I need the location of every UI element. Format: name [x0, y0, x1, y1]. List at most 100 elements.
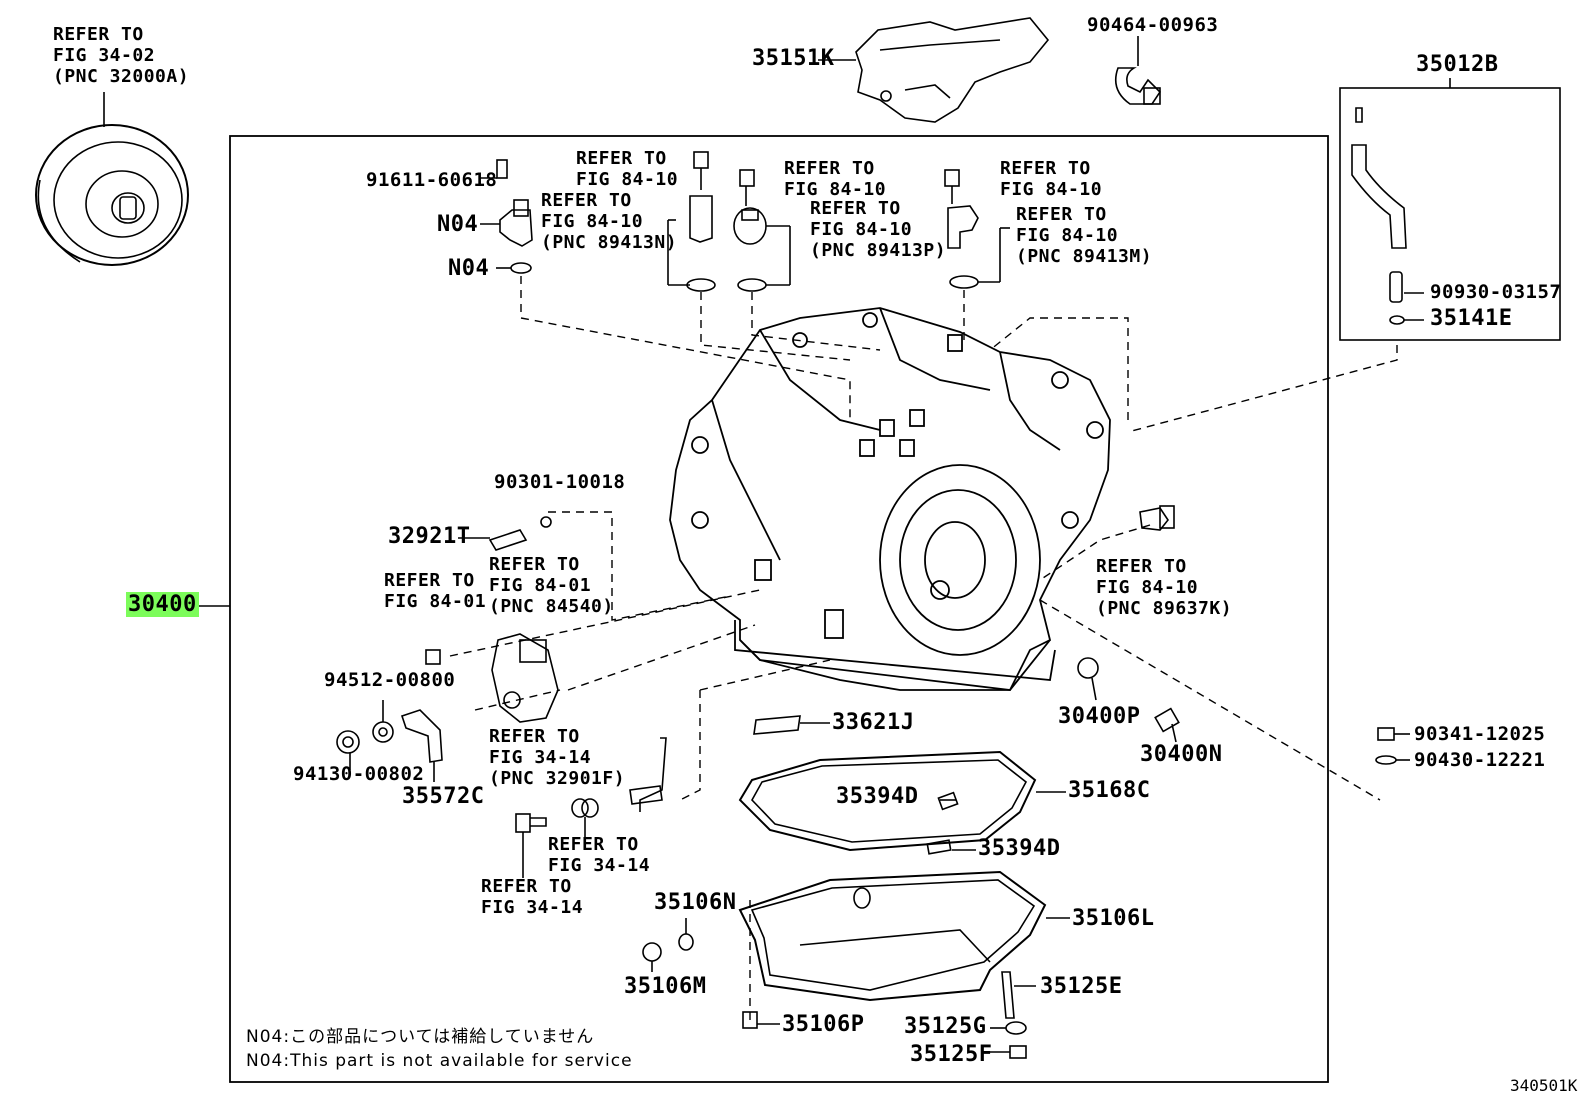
part-90930-03157[interactable]: 90930-03157: [1430, 281, 1562, 303]
part-90301-10018[interactable]: 90301-10018: [494, 471, 626, 493]
part-94130-00802[interactable]: 94130-00802: [293, 763, 425, 785]
part-90464-00963[interactable]: 90464-00963: [1087, 14, 1219, 36]
clamp-90464-icon: [1114, 36, 1162, 105]
ref-line: (PNC 89413M): [1016, 246, 1153, 267]
part-94512-00800[interactable]: 94512-00800: [324, 669, 456, 691]
part-35106n[interactable]: 35106N: [654, 890, 737, 915]
part-35125e[interactable]: 35125E: [1040, 974, 1123, 999]
part-35106m[interactable]: 35106M: [624, 974, 707, 999]
leader-lines: [449, 276, 1398, 1020]
part-32921t[interactable]: 32921T: [388, 524, 471, 549]
part-n04-b[interactable]: N04: [448, 256, 490, 281]
breather-hose-icon: [1351, 107, 1424, 325]
part-35125g[interactable]: 35125G: [904, 1014, 987, 1039]
part-35394d-b[interactable]: 35394D: [978, 836, 1061, 861]
ref-line: REFER TO: [576, 148, 667, 169]
note-japanese: N04:この部品については補給していません: [246, 1027, 595, 1047]
ref-line: FIG 84-01: [489, 575, 592, 596]
ref-line: REFER TO: [548, 834, 639, 855]
part-35572c[interactable]: 35572C: [402, 784, 485, 809]
ref-torque-converter[interactable]: REFER TO FIG 34-02 (PNC 32000A): [53, 24, 189, 87]
sensor-n-icon: [480, 159, 533, 274]
plug-bolt-icon: [515, 813, 547, 878]
drain-plug-90341-icon: [1375, 727, 1410, 765]
plug-30400n-icon: [1154, 707, 1180, 743]
ref-line: FIG 84-10: [1096, 577, 1199, 598]
part-90430-12221[interactable]: 90430-12221: [1414, 749, 1546, 771]
ref-line: FIG 34-02: [53, 45, 156, 66]
sensor-bolt-icon: [667, 151, 716, 292]
part-35168c[interactable]: 35168C: [1068, 778, 1151, 803]
part-35141e[interactable]: 35141E: [1430, 306, 1513, 331]
ref-line: REFER TO: [1016, 204, 1107, 225]
ref-sensor-89637k[interactable]: REFER TO FIG 84-10 (PNC 89637K): [1096, 556, 1232, 619]
plug-32921t-icon: [458, 516, 552, 551]
ref-line: (PNC 89637K): [1096, 598, 1233, 619]
gasket-35168c-icon: [738, 750, 1066, 852]
part-35125f[interactable]: 35125F: [910, 1042, 993, 1067]
nut-94130-icon: [336, 730, 360, 770]
part-35106p[interactable]: 35106P: [782, 1012, 865, 1037]
ref-line: REFER TO: [489, 726, 580, 747]
washer-94512-icon: [372, 700, 394, 743]
pipe-icon: [629, 737, 667, 812]
cover-35151k-icon: [818, 17, 1050, 123]
ref-line: (PNC 89413N): [541, 232, 678, 253]
part-35106l[interactable]: 35106L: [1072, 906, 1155, 931]
assembly-frame: [229, 135, 1329, 1083]
ref-sensor-p-bolt[interactable]: REFER TO FIG 84-10: [784, 158, 886, 200]
part-91611-60618[interactable]: 91611-60618: [366, 169, 498, 191]
ref-line: REFER TO: [541, 190, 632, 211]
ref-pipe-32901f[interactable]: REFER TO FIG 34-14 (PNC 32901F): [489, 726, 625, 789]
torque-converter-icon: [35, 92, 189, 266]
ref-line: FIG 84-10: [784, 179, 887, 200]
ref-plug-2[interactable]: REFER TO FIG 34-14: [481, 876, 583, 918]
oring-icon: [571, 798, 599, 838]
part-30400p[interactable]: 30400P: [1058, 704, 1141, 729]
ref-line: REFER TO: [53, 24, 144, 45]
ref-line: REFER TO: [810, 198, 901, 219]
ref-line: REFER TO: [384, 570, 475, 591]
part-30400-highlighted[interactable]: 30400: [126, 592, 199, 617]
ref-line: FIG 34-14: [548, 855, 651, 876]
ref-plug-1[interactable]: REFER TO FIG 34-14: [548, 834, 650, 876]
ref-line: REFER TO: [481, 876, 572, 897]
ref-line: (PNC 89413P): [810, 240, 947, 261]
ref-line: FIG 84-10: [576, 169, 679, 190]
ref-sensor-n-bolt[interactable]: REFER TO FIG 84-10: [576, 148, 678, 190]
ref-sensor-p[interactable]: REFER TO FIG 84-10 (PNC 89413P): [810, 198, 946, 261]
ref-line: (PNC 32901F): [489, 768, 626, 789]
ref-sensor-n[interactable]: REFER TO FIG 84-10 (PNC 89413N): [541, 190, 677, 253]
ref-switch-84540[interactable]: REFER TO FIG 84-01 (PNC 84540): [489, 554, 614, 617]
gasket-33621j-icon: [753, 715, 801, 735]
ref-line: REFER TO: [489, 554, 580, 575]
ref-switch-bolt[interactable]: REFER TO FIG 84-01: [384, 570, 486, 612]
part-90341-12025[interactable]: 90341-12025: [1414, 723, 1546, 745]
washer-30400p-icon: [1077, 657, 1099, 701]
ref-line: REFER TO: [784, 158, 875, 179]
ref-line: (PNC 84540): [489, 596, 614, 617]
part-n04-a[interactable]: N04: [437, 212, 479, 237]
magnet-35394d-icon: [926, 839, 952, 855]
ref-line: FIG 34-14: [489, 747, 592, 768]
ref-line: FIG 84-01: [384, 591, 487, 612]
part-30400n[interactable]: 30400N: [1140, 742, 1223, 767]
ref-line: FIG 84-10: [1000, 179, 1103, 200]
ref-sensor-m-bolt[interactable]: REFER TO FIG 84-10: [1000, 158, 1102, 200]
lever-35572c-icon: [400, 709, 443, 782]
part-30400-text: 30400: [126, 592, 199, 617]
ref-line: REFER TO: [1096, 556, 1187, 577]
part-35012b[interactable]: 35012B: [1416, 52, 1499, 77]
part-35394d-a[interactable]: 35394D: [836, 784, 919, 809]
part-33621j[interactable]: 33621J: [832, 710, 915, 735]
ref-line: REFER TO: [1000, 158, 1091, 179]
ref-line: FIG 84-10: [1016, 225, 1119, 246]
part-35151k[interactable]: 35151K: [752, 46, 835, 71]
ref-line: FIG 84-10: [810, 219, 913, 240]
note-english: N04:This part is not available for servi…: [246, 1051, 633, 1071]
ref-sensor-m[interactable]: REFER TO FIG 84-10 (PNC 89413M): [1016, 204, 1152, 267]
ref-line: FIG 34-14: [481, 897, 584, 918]
drain-parts-icon: [642, 918, 1036, 1059]
